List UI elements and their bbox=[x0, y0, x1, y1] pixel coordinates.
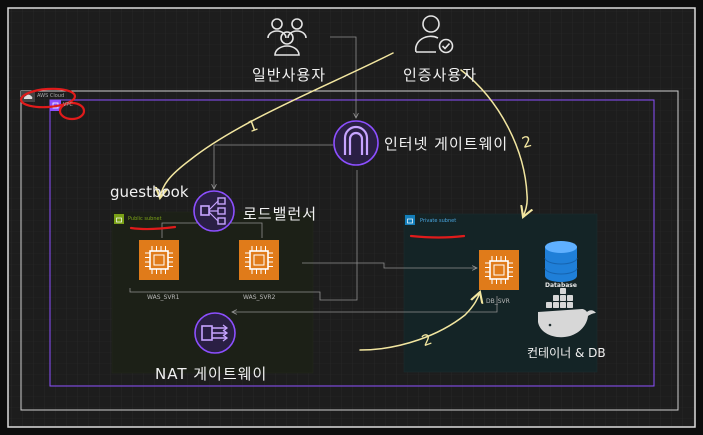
aws-cloud-label: AWS Cloud bbox=[37, 93, 65, 99]
load-balancer-icon bbox=[193, 190, 235, 232]
red-highlights bbox=[19, 87, 466, 239]
verified-user-icon bbox=[414, 15, 454, 54]
ec2-chip-icon bbox=[479, 250, 519, 290]
vpc-highlight bbox=[58, 101, 86, 121]
internet-gateway-label: 인터넷 게이트웨이 bbox=[384, 135, 509, 153]
database-label: Database bbox=[545, 282, 577, 289]
vpc-boundary bbox=[49, 99, 655, 387]
lock-icon bbox=[405, 215, 415, 225]
server-label-db: DB_SVR bbox=[486, 298, 510, 305]
load-balancer-label: 로드밸런서 bbox=[243, 205, 318, 223]
authenticated-user-label: 인증사용자 bbox=[403, 66, 478, 84]
ec2-chip-icon bbox=[139, 240, 179, 280]
annotation-arrow-3 bbox=[359, 292, 480, 351]
server-label-was1: WAS_SVR1 bbox=[147, 294, 180, 301]
public-subnet-underline bbox=[129, 225, 177, 231]
connector-lines bbox=[129, 36, 498, 312]
private-subnet-label: Private subnet bbox=[420, 218, 457, 224]
aws-cloud-boundary bbox=[20, 90, 679, 411]
annotation-arrows bbox=[160, 52, 527, 351]
internet-gateway-icon bbox=[333, 120, 379, 166]
database-icon bbox=[544, 241, 578, 282]
general-user-label: 일반사용자 bbox=[252, 66, 327, 84]
ec2-chip-icon bbox=[239, 240, 279, 280]
container-db-label: 컨테이너 & DB bbox=[527, 346, 606, 360]
server-label-was2: WAS_SVR2 bbox=[243, 294, 276, 301]
nat-gateway-label: NAT 게이트웨이 bbox=[155, 365, 268, 383]
diagram-frame bbox=[7, 7, 696, 428]
cloud-icon bbox=[21, 91, 35, 102]
aws-cloud-highlight bbox=[19, 87, 77, 109]
vpc-label: VPC bbox=[63, 102, 73, 108]
nat-gateway-icon bbox=[194, 312, 236, 354]
public-subnet-label: Public subnet bbox=[128, 216, 162, 222]
guestbook-title: guestbook bbox=[110, 183, 189, 201]
annotation-arrow-1 bbox=[160, 52, 394, 198]
docker-whale-icon bbox=[538, 288, 596, 338]
users-group-icon bbox=[267, 18, 307, 56]
annotation-arrow-2 bbox=[460, 69, 527, 217]
private-subnet-underline bbox=[409, 234, 466, 239]
lock-open-icon bbox=[114, 214, 124, 224]
